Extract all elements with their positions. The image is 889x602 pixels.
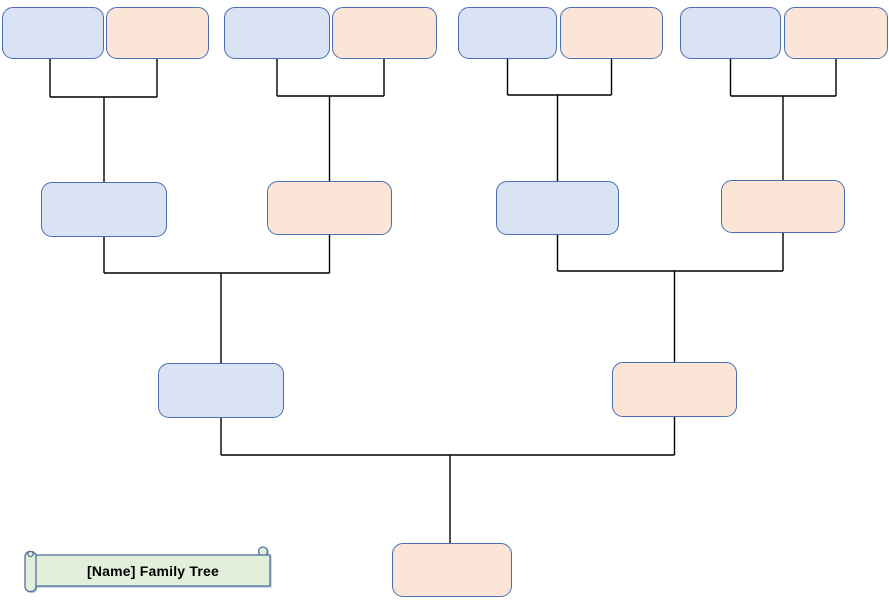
node-parent-2[interactable] <box>612 362 737 417</box>
node-great-grandparent-6[interactable] <box>560 7 663 59</box>
connector-parents-to-child <box>220 417 676 543</box>
node-great-grandparent-3[interactable] <box>224 7 330 59</box>
node-great-grandparent-1[interactable] <box>2 7 104 59</box>
connector-ggp-pair2-to-grandparent2 <box>276 59 385 181</box>
node-grandparent-1[interactable] <box>41 182 167 237</box>
node-great-grandparent-8[interactable] <box>784 7 888 59</box>
node-child-1[interactable] <box>392 543 512 597</box>
node-grandparent-3[interactable] <box>496 181 619 235</box>
banner-band <box>29 554 271 587</box>
title-banner-label[interactable]: [Name] Family Tree <box>87 562 219 579</box>
node-parent-1[interactable] <box>158 363 284 418</box>
title-banner-scroll[interactable] <box>24 546 271 593</box>
banner-left-curl <box>27 550 34 558</box>
banner-left-roll <box>24 550 37 593</box>
node-great-grandparent-5[interactable] <box>458 7 557 59</box>
connector-grandparents-right-to-parent2 <box>556 233 784 362</box>
connector-ggp-pair3-to-grandparent3 <box>506 59 613 181</box>
connector-grandparents-left-to-parent1 <box>103 235 331 363</box>
node-grandparent-4[interactable] <box>721 180 845 233</box>
node-great-grandparent-7[interactable] <box>680 7 781 59</box>
node-great-grandparent-4[interactable] <box>332 7 437 59</box>
node-great-grandparent-2[interactable] <box>106 7 209 59</box>
connector-ggp-pair1-to-grandparent1 <box>49 59 158 182</box>
node-grandparent-2[interactable] <box>267 181 392 235</box>
connector-ggp-pair4-to-grandparent4 <box>729 59 837 180</box>
